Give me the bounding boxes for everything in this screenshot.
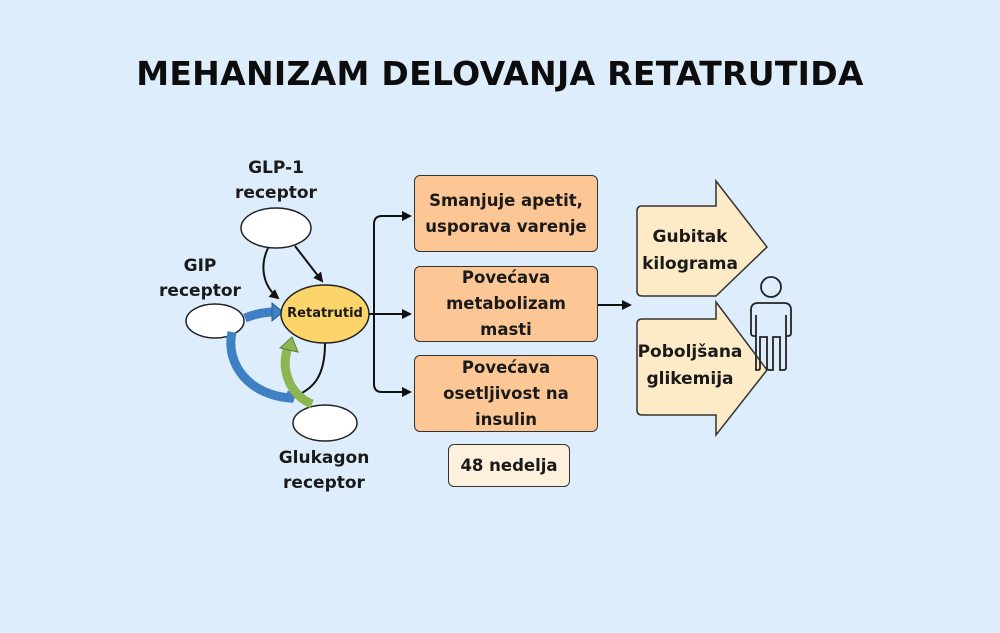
effect-insulin-line1: Povećava [461,357,551,377]
effect-insulin-line2: osetljivost na insulin [443,383,569,429]
gip-receptor-node [185,303,245,339]
glucagon-receptor-label: Glukagon receptor [264,446,384,496]
effect-box-appetite: Smanjuje apetit, usporava varenje [414,175,598,252]
gip-label-line1: GIP [183,256,217,276]
outcome-weight-line1: Gubitak [652,227,728,247]
effect-fat-line1: Povećava [461,268,551,287]
glp1-label-line2: receptor [235,183,317,203]
page-title: MEHANIZAM DELOVANJA RETATRUTIDA [136,54,864,93]
outcome-arrow-glycemia [636,299,768,438]
glp1-receptor-node [240,207,312,249]
person-icon [750,276,792,371]
effect-box-insulin-sensitivity: Povećava osetljivost na insulin [414,355,598,432]
gip-arrowhead [271,301,284,323]
gip-receptor-label: GIP receptor [150,254,250,304]
outcome-glycemia-line1: Poboljšana [637,342,743,362]
outcome-glycemia-label: Poboljšana glikemija [636,339,744,393]
glp1-receptor-label: GLP-1 receptor [226,156,326,206]
outcome-weight-loss-label: Gubitak kilograma [640,224,740,278]
gip-label-line2: receptor [159,281,241,301]
effect-fat-line2: metabolizam masti [446,294,566,339]
glucagon-label-line1: Glukagon [278,448,370,468]
outcome-glycemia-line2: glikemija [646,369,734,389]
duration-badge: 48 nedelja [448,444,570,487]
branch-line-top [373,215,410,393]
glp1-arrow-left [262,247,280,300]
effect-appetite-line2: usporava varenje [425,216,587,236]
glucagon-arrow [280,345,315,409]
glucagon-receptor-node [292,404,358,442]
effect-box-fat-metabolism: Povećava metabolizam masti [414,266,598,342]
outcome-weight-line2: kilograma [642,254,738,274]
glp1-arrow-right [294,245,324,283]
glp1-label-line1: GLP-1 [248,158,304,178]
effect-appetite-line1: Smanjuje apetit, [429,190,583,210]
glucagon-label-line2: receptor [283,473,365,493]
outcome-arrow-weight-loss [636,178,769,297]
glucagon-arrowhead [278,336,299,353]
retatrutid-label: Retatrutid [287,306,363,321]
